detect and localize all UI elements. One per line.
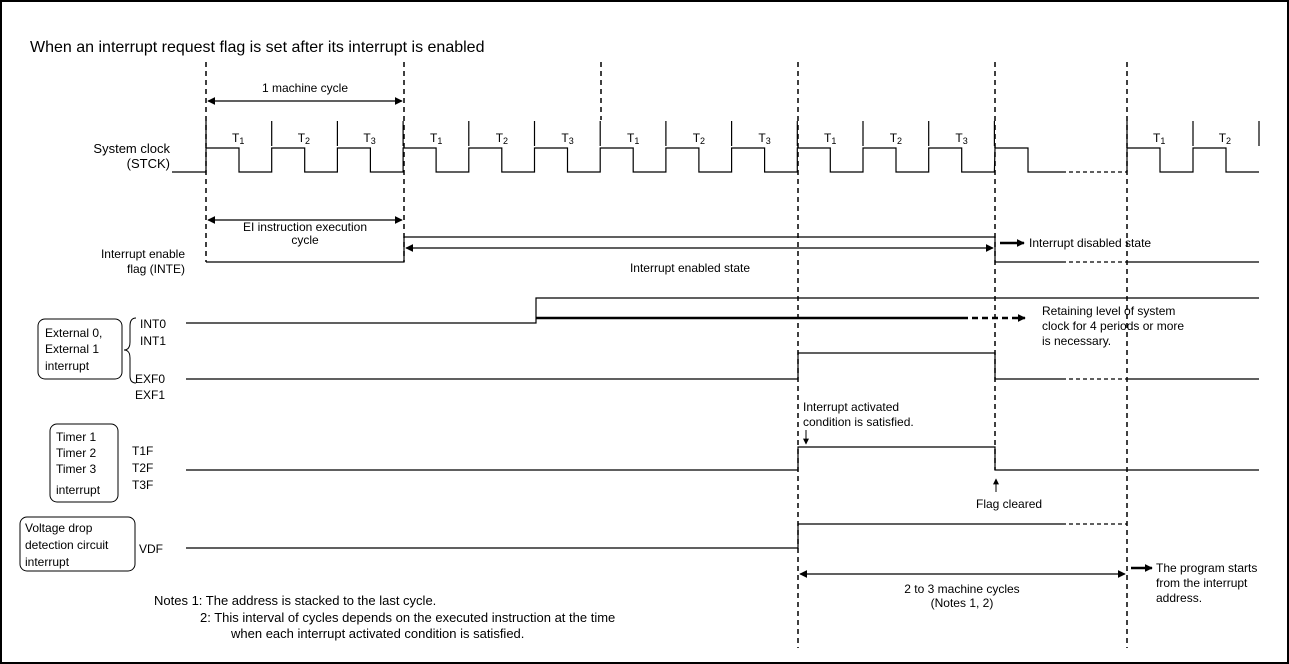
clock-period-label: T2 <box>890 131 902 146</box>
clock-period-label: T3 <box>363 131 375 146</box>
timer-interrupt-box <box>49 423 119 503</box>
program-start-line2: from the interrupt <box>1156 576 1248 590</box>
clock-period-subscript: 1 <box>1160 136 1165 146</box>
clock-period-subscript: 3 <box>371 136 376 146</box>
flag-cleared-label: Flag cleared <box>976 497 1042 511</box>
clock-period-subscript: 1 <box>437 136 442 146</box>
exf1-label: EXF1 <box>135 388 165 402</box>
clock-period-label: T1 <box>627 131 639 146</box>
clock-period-subscript: 3 <box>963 136 968 146</box>
diagram-title: When an interrupt request flag is set af… <box>30 39 484 56</box>
vdf-box-line2: detection circuit <box>25 538 109 552</box>
vdf-interrupt-box <box>19 516 136 572</box>
system-clock-label: System clock <box>93 141 170 156</box>
vdf-box-line1: Voltage drop <box>25 521 93 535</box>
int0-label: INT0 <box>140 317 166 331</box>
int0-waveform <box>186 297 1259 324</box>
t1f-label: T1F <box>132 444 153 458</box>
clock-period-subscript: 2 <box>897 136 902 146</box>
ei-cycle-label: EI instruction execution <box>243 220 367 234</box>
retain-note-line1: Retaining level of system <box>1042 304 1175 318</box>
clock-waveform <box>172 147 1259 173</box>
ei-cycle-sublabel: cycle <box>291 233 319 247</box>
timer-flag-waveform <box>186 446 1259 471</box>
t3f-label: T3F <box>132 478 153 492</box>
clock-period-subscript: 1 <box>831 136 836 146</box>
t2f-label: T2F <box>132 461 153 475</box>
inte-sublabel: flag (INTE) <box>127 262 185 276</box>
exf0-label: EXF0 <box>135 372 165 386</box>
system-clock-sublabel: (STCK) <box>127 156 170 171</box>
vdf-waveform <box>186 523 1062 549</box>
clock-tick-group <box>205 121 1260 146</box>
clock-period-subscript: 3 <box>569 136 574 146</box>
clock-period-subscript: 1 <box>634 136 639 146</box>
cycles-sublabel: (Notes 1, 2) <box>931 596 994 610</box>
inte-label: Interrupt enable <box>101 247 185 261</box>
clock-period-subscript: 3 <box>766 136 771 146</box>
clock-period-label: T1 <box>1153 131 1165 146</box>
activated-note-line1: Interrupt activated <box>803 400 899 414</box>
vdf-box-line3: interrupt <box>25 555 70 569</box>
clock-waveform-line <box>172 147 1062 173</box>
clock-period-label: T2 <box>1219 131 1231 146</box>
clock-period-subscript: 2 <box>1226 136 1231 146</box>
external-box-line2: External 1 <box>45 342 99 356</box>
clock-period-subscript: 2 <box>503 136 508 146</box>
retain-note-line3: is necessary. <box>1042 334 1111 348</box>
clock-period-label: T3 <box>955 131 967 146</box>
note-1: Notes 1: The address is stacked to the l… <box>154 593 436 608</box>
activated-note-line2: condition is satisfied. <box>803 415 914 429</box>
note-2-continued: when each interrupt activated condition … <box>230 626 524 641</box>
external-brace <box>123 317 137 384</box>
timer-box-line3: Timer 3 <box>56 462 97 476</box>
enabled-state-label: Interrupt enabled state <box>630 261 750 275</box>
clock-period-label: T2 <box>693 131 705 146</box>
clock-waveform-resume <box>1126 147 1259 173</box>
program-start-line1: The program starts <box>1156 561 1257 575</box>
clock-period-label: T1 <box>430 131 442 146</box>
clock-period-label: T2 <box>298 131 310 146</box>
note-2: 2: This interval of cycles depends on th… <box>200 610 615 625</box>
cycles-label: 2 to 3 machine cycles <box>904 582 1019 596</box>
exf0-waveform <box>186 352 1062 380</box>
clock-period-subscript: 2 <box>700 136 705 146</box>
clock-period-label: T2 <box>496 131 508 146</box>
external-box-line1: External 0, <box>45 326 102 340</box>
vdf-label: VDF <box>139 542 163 556</box>
timer-box-line2: Timer 2 <box>56 446 97 460</box>
inte-waveform-low <box>206 236 1062 263</box>
clock-period-label: T1 <box>232 131 244 146</box>
clock-period-subscript: 2 <box>305 136 310 146</box>
timer-box-line4: interrupt <box>56 483 101 497</box>
int1-label: INT1 <box>140 334 166 348</box>
external-box-line3: interrupt <box>45 359 90 373</box>
program-start-line3: address. <box>1156 591 1202 605</box>
clock-period-label: T3 <box>561 131 573 146</box>
external-interrupt-box <box>37 318 123 380</box>
machine-cycle-label: 1 machine cycle <box>262 81 348 95</box>
clock-period-label: T3 <box>758 131 770 146</box>
clock-period-label: T1 <box>824 131 836 146</box>
timer-box-line1: Timer 1 <box>56 430 97 444</box>
retain-note-line2: clock for 4 periods or more <box>1042 319 1184 333</box>
clock-period-subscript: 1 <box>239 136 244 146</box>
disabled-state-label: Interrupt disabled state <box>1029 236 1151 250</box>
